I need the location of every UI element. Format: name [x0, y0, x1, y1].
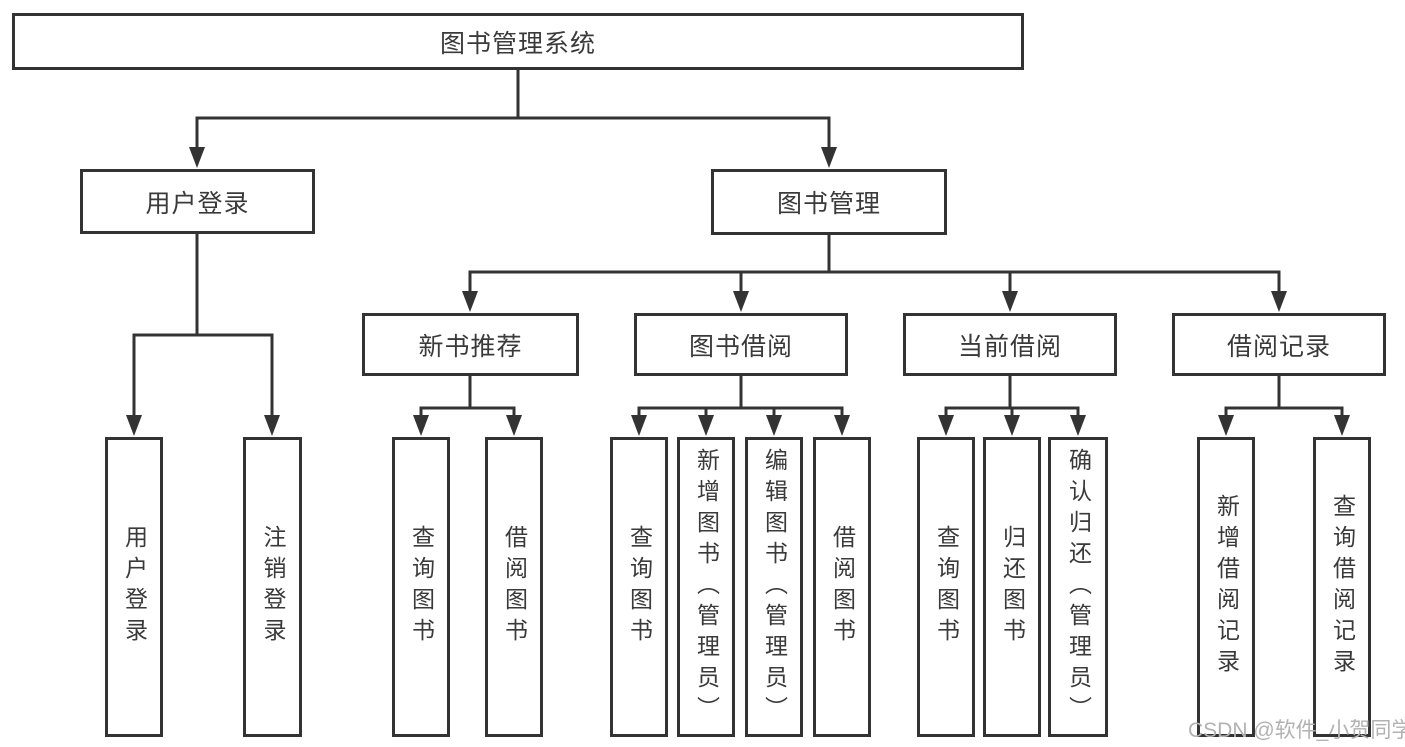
watermark-text: CSDN @软件_小贺同学	[1188, 719, 1405, 742]
node-book-borrowing: 图书借阅	[634, 313, 848, 376]
arrowhead-icon	[834, 415, 850, 436]
leaf-label: 编辑图书（管理员）	[761, 447, 788, 727]
arrowhead-icon	[506, 415, 522, 436]
arrowhead-icon	[1334, 415, 1350, 436]
arrowhead-icon	[126, 415, 142, 436]
arrowhead-icon	[938, 415, 954, 436]
arrowhead-icon	[698, 415, 714, 436]
leaf-user-login: 用户登录	[105, 437, 163, 737]
leaf-query-books-current: 查询图书	[917, 437, 975, 737]
arrowhead-icon	[766, 415, 782, 436]
node-new-book-recommendation: 新书推荐	[362, 313, 579, 376]
leaf-borrow-books-recommend: 借阅图书	[485, 437, 543, 737]
leaf-confirm-return-admin: 确认归还（管理员）	[1048, 437, 1108, 737]
leaf-label: 用户登录	[121, 525, 148, 649]
arrowhead-icon	[1004, 415, 1020, 436]
arrowhead-icon	[462, 291, 478, 312]
leaf-return-books: 归还图书	[983, 437, 1041, 737]
leaf-label: 查询借阅记录	[1329, 494, 1356, 680]
arrowhead-icon	[1002, 291, 1018, 312]
arrowhead-icon	[1271, 291, 1287, 312]
leaf-borrow-books-borrow: 借阅图书	[813, 437, 871, 737]
node-user-login: 用户登录	[80, 169, 315, 234]
leaf-label: 借阅图书	[829, 525, 856, 649]
arrowhead-icon	[733, 291, 749, 312]
leaf-query-books-borrow: 查询图书	[610, 437, 668, 737]
leaf-label: 确认归还（管理员）	[1065, 447, 1092, 727]
arrowhead-icon	[413, 415, 429, 436]
leaf-label: 注销登录	[260, 525, 286, 649]
arrowhead-icon	[821, 147, 837, 168]
leaf-label: 新增图书（管理员）	[693, 447, 720, 727]
leaf-add-borrow-record: 新增借阅记录	[1197, 437, 1255, 737]
arrowhead-icon	[1070, 415, 1086, 436]
leaf-logout: 注销登录	[243, 437, 302, 737]
leaf-label: 新增借阅记录	[1213, 494, 1240, 680]
arrowhead-icon	[264, 415, 280, 436]
leaf-label: 查询图书	[626, 525, 653, 649]
leaf-query-books-recommend: 查询图书	[392, 437, 450, 737]
arrowhead-icon	[189, 147, 205, 168]
leaf-label: 查询图书	[408, 525, 435, 649]
node-current-borrowing: 当前借阅	[903, 313, 1117, 376]
arrowhead-icon	[1218, 415, 1234, 436]
node-book-management: 图书管理	[711, 169, 947, 235]
node-borrowing-records: 借阅记录	[1172, 313, 1386, 376]
leaf-label: 查询图书	[933, 525, 960, 649]
leaf-query-borrow-record: 查询借阅记录	[1313, 437, 1371, 737]
leaf-edit-book-admin: 编辑图书（管理员）	[745, 437, 803, 737]
leaf-label: 借阅图书	[501, 525, 528, 649]
leaf-label: 归还图书	[999, 525, 1026, 649]
node-library-management-system: 图书管理系统	[12, 13, 1024, 70]
leaf-add-book-admin: 新增图书（管理员）	[677, 437, 735, 737]
arrowhead-icon	[631, 415, 647, 436]
